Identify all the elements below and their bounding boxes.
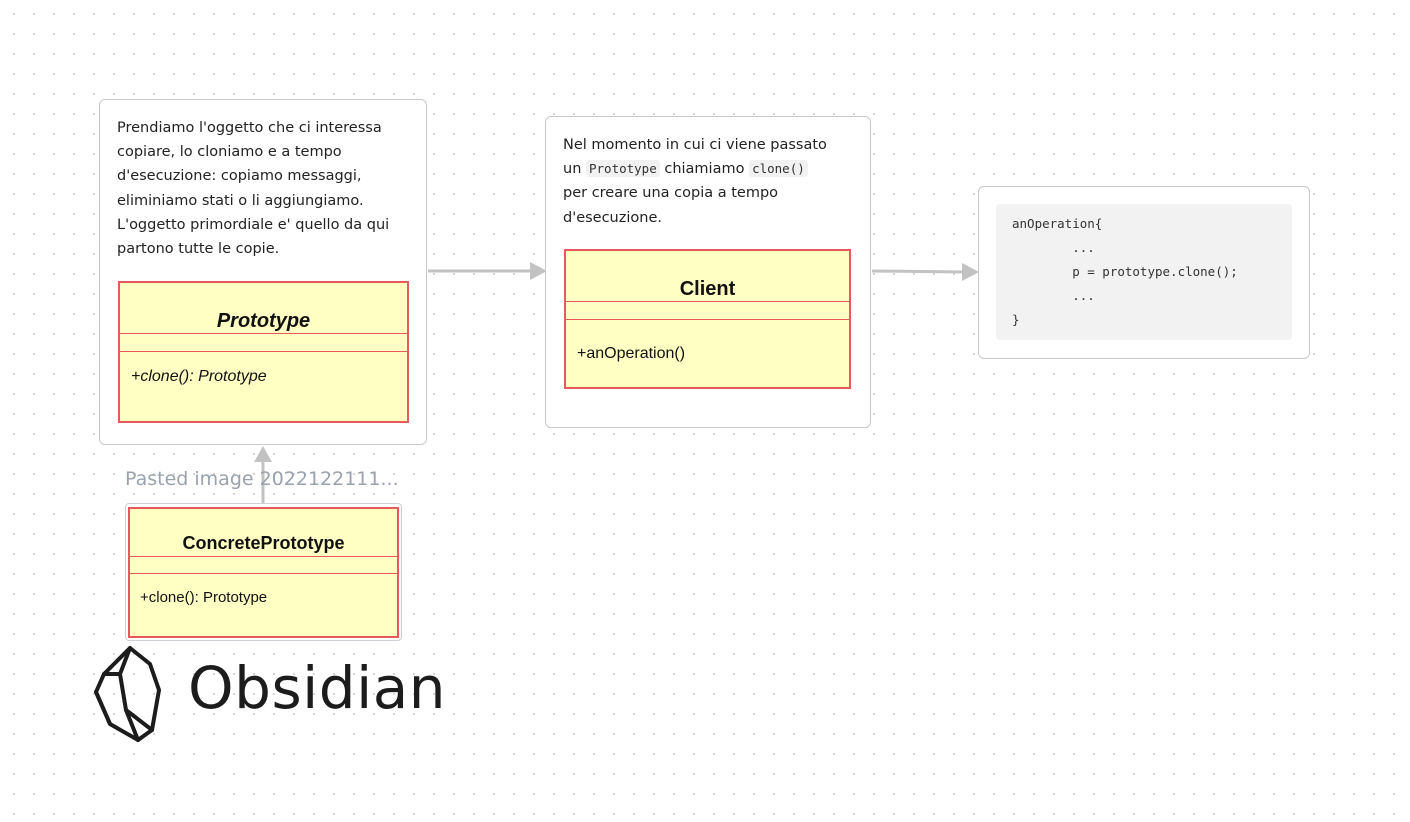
code-line: p = prototype.clone(); [1012,264,1238,279]
intro-line-1: Prendiamo l'oggetto che ci interessa [117,120,382,136]
intro-line-4: eliminiamo stati o li aggiungiamo. [117,192,364,209]
uml-divider [130,573,397,574]
edge-client-to-code[interactable] [871,269,965,274]
client-text-un: un [563,161,582,178]
uml-class-name: ConcretePrototype [182,533,345,553]
intro-line-6: partono tutte le copie. [117,241,280,258]
code-line: anOperation{ [1012,216,1103,231]
client-text-chiamiamo: chiamiamo [664,161,745,178]
uml-divider [566,301,849,302]
intro-line-2: copiare, lo cloniamo e a tempo [117,144,342,161]
uml-operation: +clone(): Prototype [131,368,267,385]
code-block: anOperation{ ... p = prototype.clone(); … [996,204,1292,340]
client-line-3: per creare una copia a tempo [563,185,779,202]
card-intro[interactable]: Prendiamo l'oggetto che ci interessa cop… [99,99,427,445]
intro-line-5: L'oggetto primordiale e' quello da qui [117,216,390,233]
uml-divider [120,333,407,334]
card-client[interactable]: Nel momento in cui ci viene passato un P… [545,116,871,428]
arrowhead-code [962,263,979,281]
uml-class-concreteprototype: ConcretePrototype +clone(): Prototype [128,507,399,638]
inline-code-prototype: Prototype [586,160,660,178]
card-code[interactable]: anOperation{ ... p = prototype.clone(); … [978,186,1310,359]
inline-code-clone: clone() [749,160,808,178]
obsidian-logo-icon [94,646,161,742]
uml-divider [130,556,397,557]
intro-line-3: d'esecuzione: copiamo messaggi, [117,168,362,185]
client-line-1: Nel momento in cui ci viene passato [563,137,827,153]
client-line-2: un Prototype chiamiamo clone() [563,157,863,181]
uml-class-name: Client [679,278,736,300]
image-node-frame[interactable]: ConcretePrototype +clone(): Prototype [125,503,402,641]
uml-class-name: Prototype [216,310,311,332]
image-node-label[interactable]: Pasted image 2022122111... [125,468,399,490]
brand-wordmark: Obsidian [188,654,447,722]
code-line: ... [1012,240,1095,255]
uml-operation: +anOperation() [577,345,686,362]
client-line-4: d'esecuzione. [563,209,662,226]
code-line: ... [1012,288,1095,303]
uml-class-client: Client +anOperation() [564,249,851,389]
uml-operation: +clone(): Prototype [140,589,268,606]
uml-class-prototype: Prototype +clone(): Prototype [118,281,409,423]
uml-divider [120,351,407,352]
arrowhead-prototype [254,446,272,462]
code-line: } [1012,312,1020,327]
uml-divider [566,319,849,320]
